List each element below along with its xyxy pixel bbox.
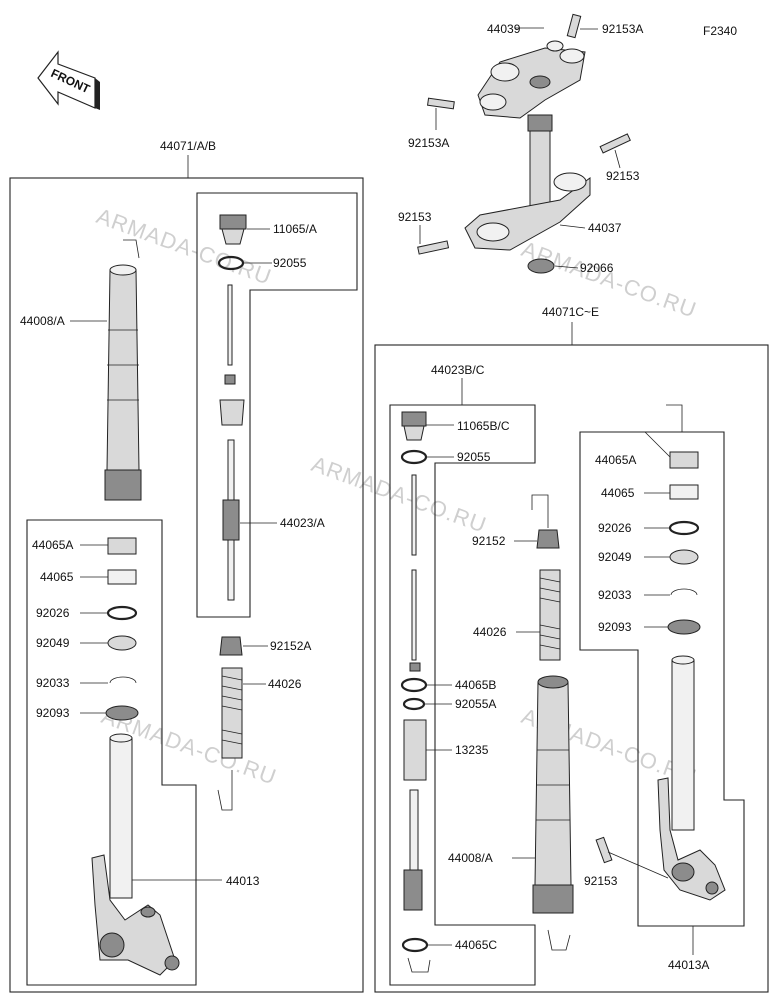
label-11065A: 11065/A [273,222,317,236]
label-92066: 92066 [580,261,614,275]
label-92153-right-lower: 92153 [584,874,618,888]
label-92153A-top: 92153A [602,22,643,36]
label-44039: 44039 [487,22,521,36]
label-44065A-left: 44065A [32,538,73,552]
label-92055A: 92055A [455,697,496,711]
damper-rod-44023A [219,284,245,601]
label-92055-left: 92055 [273,256,307,270]
label-44071AB: 44071/A/B [160,139,216,153]
ring-44065C [401,937,429,953]
label-44023A: 44023/A [280,516,325,530]
upper-triple-clamp [477,40,586,119]
label-92026-left: 92026 [36,606,70,620]
damper-subframe-left [196,192,358,618]
label-44026-left: 44026 [268,677,302,691]
label-44023BC: 44023B/C [431,363,485,377]
watermark-3: ARMADA-CO.RU [308,451,490,538]
label-44065C: 44065C [455,938,497,952]
bolt-92153-right-lower [595,836,613,864]
fork-cap-11065BC [401,411,427,441]
nut-92152-right [536,529,560,549]
oring-44065B [400,677,428,693]
damper-rod-44023BC [403,474,427,911]
bolt-92153A-top [566,13,582,39]
nut-92152A-left [219,636,243,656]
label-44065B: 44065B [455,678,496,692]
label-92152: 92152 [472,534,506,548]
label-92153-left: 92153 [398,210,432,224]
label-92049-right: 92049 [598,550,632,564]
diagram-code: F2340 [703,24,737,38]
label-92049-left: 92049 [36,636,70,650]
bolt-92153A-left [427,97,455,110]
steering-stem-lower-clamp [417,114,631,274]
label-92055-right: 92055 [457,450,491,464]
bushing-subframe-left [26,519,197,986]
label-92152A: 92152A [270,639,311,653]
label-44026-right: 44026 [473,625,507,639]
bushing-subframe-right [579,431,745,927]
bushings-left [105,537,139,721]
label-92153-right: 92153 [606,169,640,183]
left-fork-frame [9,177,364,993]
label-92033-right: 92033 [598,588,632,602]
label-92153A-left: 92153A [408,136,449,150]
label-92033-left: 92033 [36,676,70,690]
right-fork-frame [374,344,769,993]
label-44065-right: 44065 [601,486,635,500]
bushings-right [667,451,701,635]
spring-44026-left [221,667,243,759]
label-44037: 44037 [588,221,622,235]
inner-tube-44013-left [91,733,180,976]
label-44013: 44013 [226,874,260,888]
fork-cap-11065A [219,214,247,245]
outer-tube-44008A-right [532,675,574,914]
label-92093-left: 92093 [36,706,70,720]
front-arrow: FRONT [37,50,100,110]
label-44071CE: 44071C~E [542,305,599,319]
label-44065-left: 44065 [40,570,74,584]
damper-subframe-right [389,404,536,986]
outer-tube-44008A-left [104,264,142,501]
oring-92055A [402,697,426,711]
label-44013A: 44013A [668,958,709,972]
label-44065A-right: 44065A [595,453,636,467]
inner-tube-44013A-right [657,655,726,901]
label-44008A-right: 44008/A [448,851,493,865]
oring-92055-right [400,449,428,465]
label-11065BC: 11065B/C [457,419,510,433]
spring-44026-right [539,569,561,661]
label-92093-right: 92093 [598,620,632,634]
label-92026-right: 92026 [598,521,632,535]
label-13235: 13235 [455,743,489,757]
label-44008A-left: 44008/A [20,314,65,328]
oring-92055-left [217,255,245,271]
